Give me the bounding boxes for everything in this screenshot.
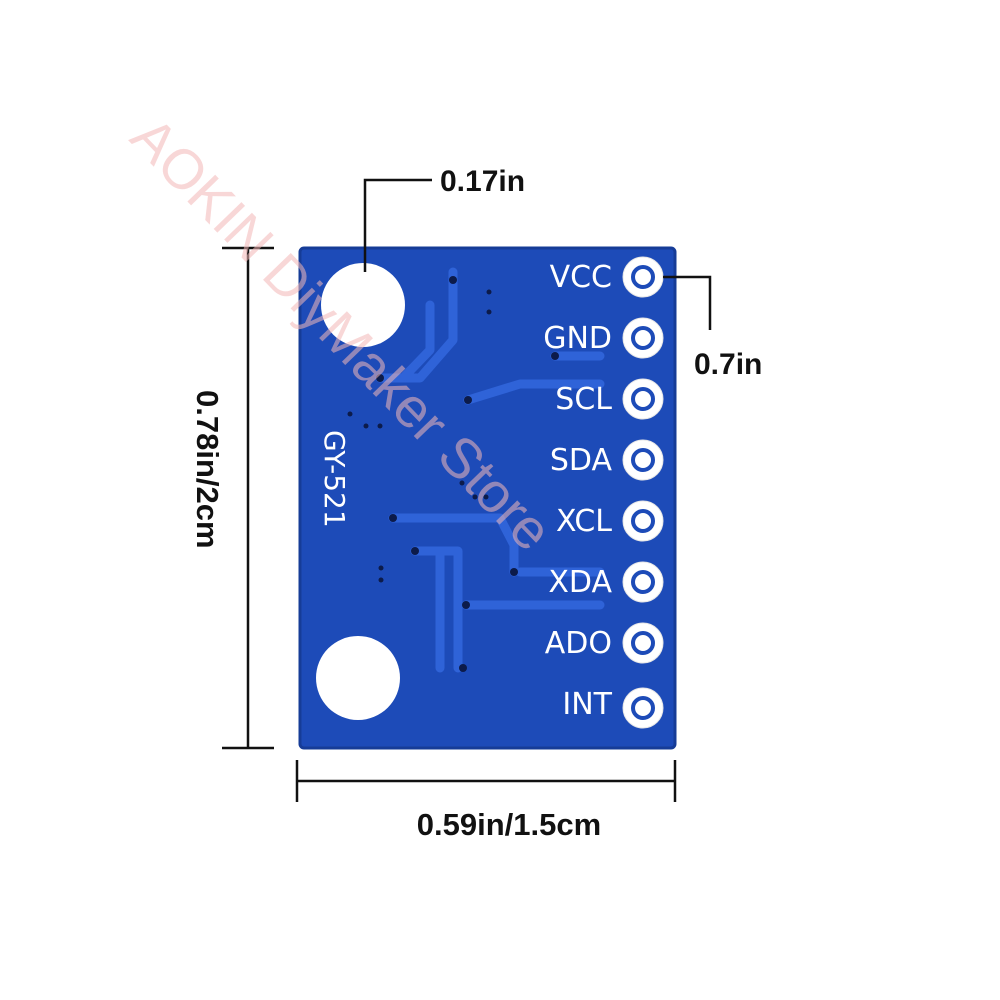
pin-label-sda: SDA: [550, 443, 613, 478]
pcb-board: GY-521 VCC GND SCL SDA XCL XDA ADO INT: [298, 246, 677, 750]
mounting-hole-bottom: [316, 636, 400, 720]
pcb-vias: [347, 276, 559, 672]
board-label: GY-521: [318, 430, 351, 528]
width-label: 0.59in/1.5cm: [417, 807, 601, 842]
height-label: 0.78in/2cm: [190, 390, 225, 549]
pin-label-xda: XDA: [548, 565, 612, 600]
hole-leader-line: [363, 178, 432, 272]
pin-labels: VCC GND SCL SDA XCL XDA ADO INT: [543, 260, 612, 722]
pcb-edge-shade: [298, 246, 677, 750]
dimension-hole-diameter: 0.17in: [363, 165, 525, 272]
pin-label-scl: SCL: [555, 382, 612, 417]
pin-label-vcc: VCC: [550, 260, 612, 295]
hole-diameter-label: 0.17in: [440, 165, 525, 198]
pin-label-xcl: XCL: [556, 504, 612, 539]
pin-span-leader-line: [663, 275, 712, 330]
dimension-height: 0.78in/2cm: [190, 246, 274, 750]
dimension-width: 0.59in/1.5cm: [295, 760, 677, 842]
pin-label-gnd: GND: [543, 321, 612, 356]
pin-span-label: 0.7in: [694, 348, 762, 381]
mounting-hole-top: [321, 263, 405, 347]
dimension-pin-span: 0.7in: [663, 275, 762, 381]
pin-label-int: INT: [562, 687, 612, 722]
pin-pad-holes: [631, 265, 655, 720]
pin-label-ado: ADO: [545, 626, 612, 661]
pcb-traces: [375, 267, 605, 673]
